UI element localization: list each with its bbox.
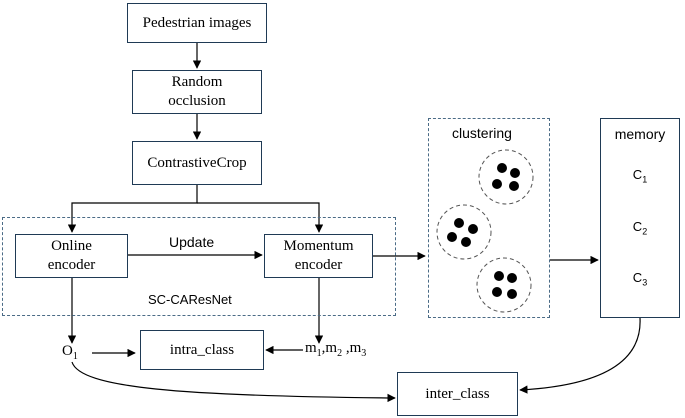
memory-item-base: C	[632, 218, 643, 234]
memory-item-sub: 2	[642, 226, 648, 237]
online-encoder-line2: encoder	[47, 257, 96, 273]
o1-base: O	[62, 343, 73, 359]
memory-title: memory	[614, 126, 666, 142]
contrastive-crop-label: ContrastiveCrop	[147, 154, 247, 171]
m3-sub: 3	[361, 348, 367, 359]
online-encoder-text: Online encoder	[48, 237, 95, 275]
curve-memory-to-inter	[519, 317, 641, 394]
cluster-dot	[468, 224, 478, 234]
cluster-dot	[447, 232, 457, 242]
m3-base: ,m	[342, 340, 362, 356]
backbone-label: SC-CAResNet	[148, 292, 232, 307]
cluster-dot	[497, 163, 507, 173]
m2-sub: 2	[337, 348, 343, 359]
inter-class-box: inter_class	[397, 372, 518, 416]
memory-item-base: C	[632, 270, 643, 286]
online-encoder-line1: Online	[51, 238, 92, 254]
inter-class-label: inter_class	[425, 385, 490, 402]
cluster-dot	[507, 289, 517, 299]
online-encoder-box: Online encoder	[15, 234, 128, 278]
memory-item-c1: C1	[633, 165, 647, 190]
memory-box: memory C1 C2 C3	[600, 118, 680, 318]
m-labels: m1,m2 ,m3	[305, 340, 366, 359]
pedestrian-images-box: Pedestrian images	[127, 3, 267, 43]
m2-base: ,m	[321, 340, 338, 356]
memory-content: memory C1 C2 C3	[615, 125, 666, 293]
memory-item-c2: C2	[633, 217, 647, 242]
backbone-container	[2, 217, 396, 316]
pedestrian-images-label: Pedestrian images	[142, 14, 252, 31]
memory-item-c3: C3	[633, 268, 647, 293]
split-line-right	[197, 202, 324, 233]
momentum-encoder-line2: encoder	[294, 257, 343, 273]
momentum-encoder-text: Momentum encoder	[284, 237, 354, 275]
random-occlusion-box: Random occlusion	[132, 70, 262, 114]
random-occlusion-line1: Random	[171, 74, 223, 90]
o1-sub: 1	[72, 351, 78, 362]
random-occlusion-text: Random occlusion	[168, 73, 226, 111]
o1-label: O1	[62, 343, 78, 362]
cluster-dot	[492, 287, 502, 297]
clustering-label: clustering	[452, 125, 512, 141]
curve-o1-to-inter	[71, 361, 396, 403]
cluster-dot	[507, 273, 517, 283]
memory-item-base: C	[632, 167, 643, 182]
memory-item-sub: 1	[642, 174, 648, 185]
cluster-dot	[494, 271, 504, 281]
memory-item-sub: 3	[642, 277, 648, 288]
cluster-dot	[492, 179, 502, 189]
intra-class-box: intra_class	[140, 330, 264, 370]
clustering-container	[428, 118, 550, 318]
cluster-circle-3	[476, 257, 532, 313]
m1-base: m	[305, 340, 317, 356]
momentum-encoder-box: Momentum encoder	[264, 234, 373, 278]
contrastive-crop-box: ContrastiveCrop	[132, 141, 262, 185]
cluster-dot	[509, 181, 519, 191]
cluster-circle-2	[436, 204, 492, 260]
m1-sub: 1	[316, 348, 322, 359]
momentum-encoder-line1: Momentum	[283, 238, 354, 254]
random-occlusion-line2: occlusion	[168, 93, 226, 109]
intra-class-label: intra_class	[169, 341, 235, 358]
cluster-dot	[461, 237, 471, 247]
update-label: Update	[169, 234, 215, 250]
cluster-dot	[454, 218, 464, 228]
cluster-circle-1	[478, 149, 534, 205]
cluster-dot	[510, 168, 520, 178]
